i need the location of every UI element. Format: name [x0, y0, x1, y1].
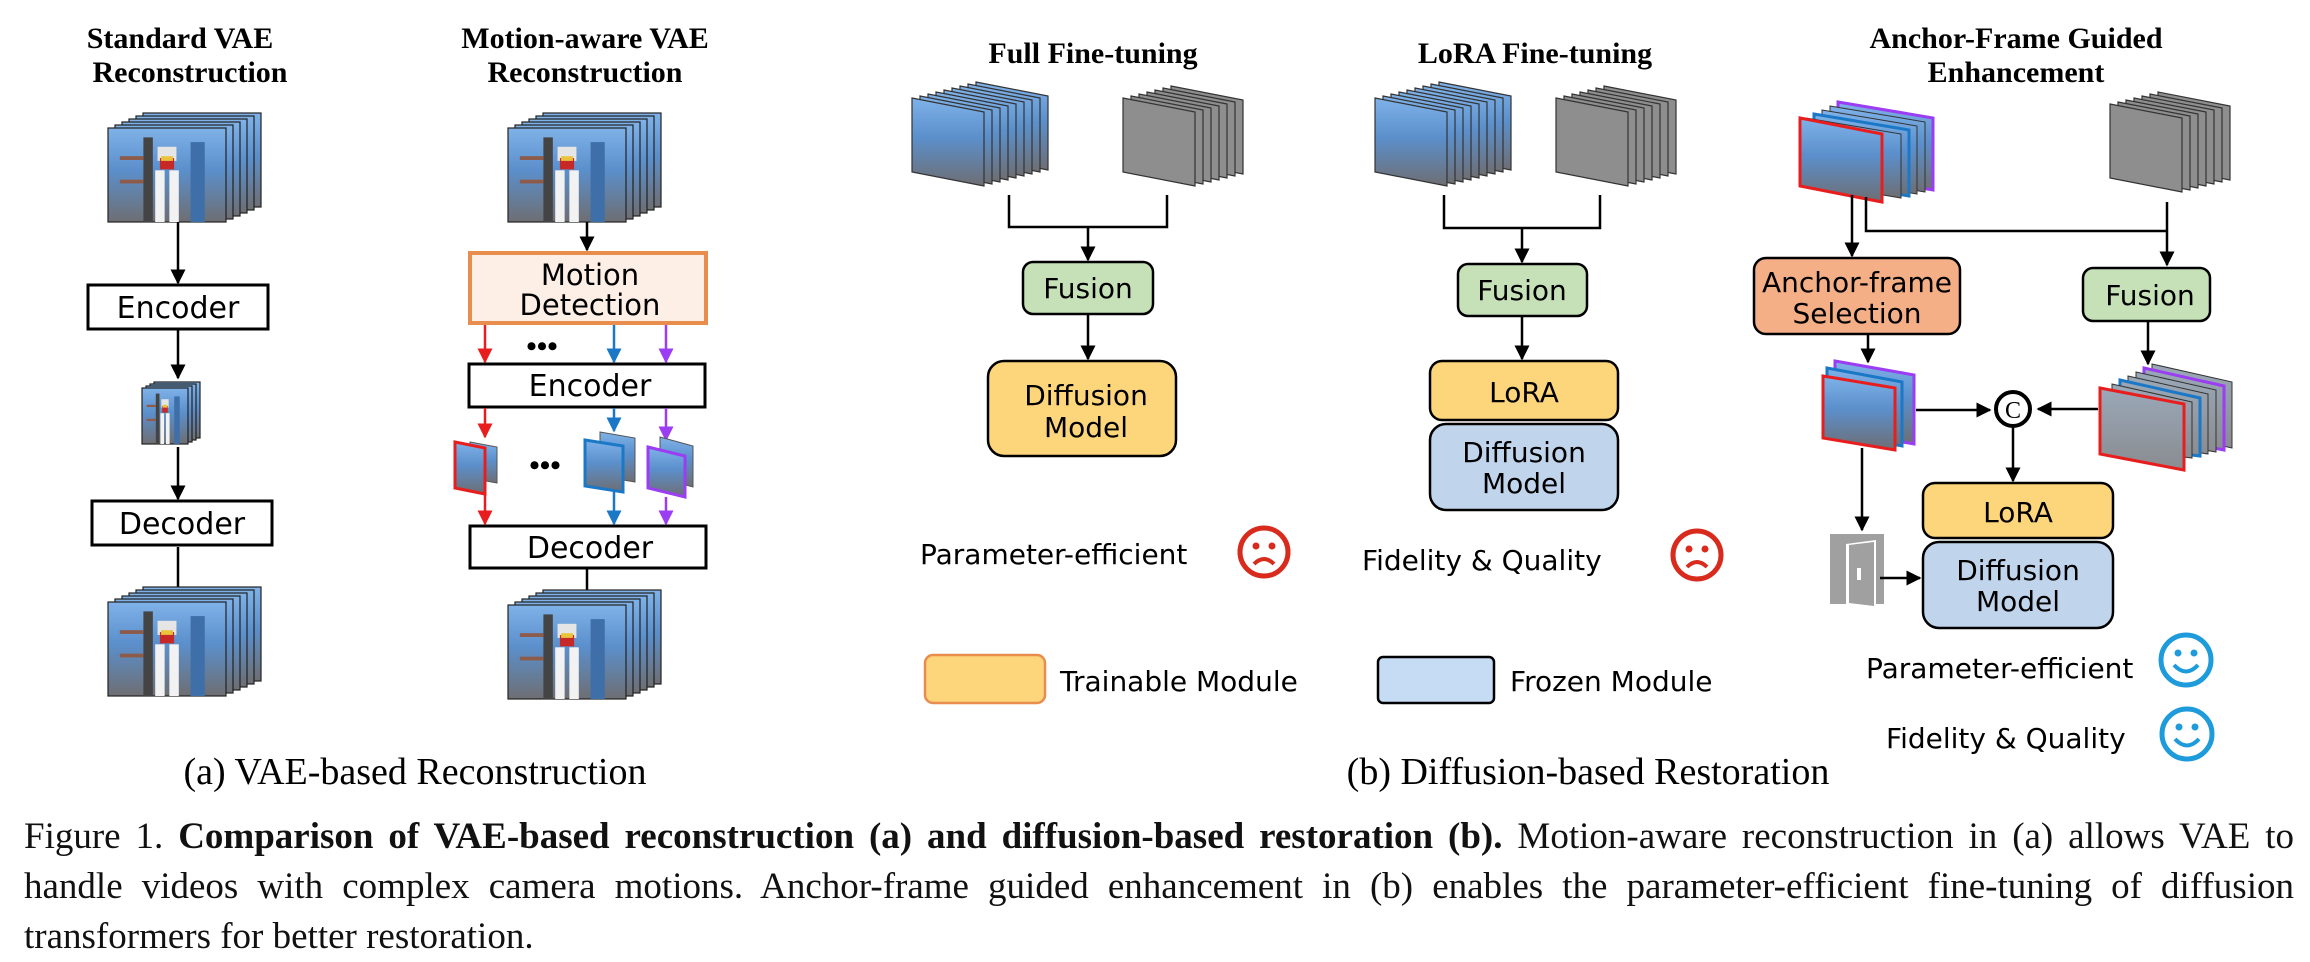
full-finetuning-title: Full Fine-tuning — [988, 37, 1197, 70]
door-icon — [1830, 534, 1884, 608]
figure-caption: Figure 1. Comparison of VAE-based recons… — [24, 812, 2294, 962]
verdict-label: Parameter-efficient — [920, 538, 1187, 571]
encoder-block — [467, 362, 707, 409]
noise-frame — [2109, 103, 2183, 193]
fusion-block — [1456, 262, 1589, 318]
anchor-selection-label: Anchor-frame — [1762, 266, 1952, 299]
video-frame — [507, 604, 627, 700]
motion-detection-block — [468, 251, 708, 325]
motion-aware-title: Motion-aware VAE — [461, 22, 709, 55]
verdict-label: Fidelity & Quality — [1362, 544, 1602, 577]
legend-frozen-label: Frozen Module — [1510, 665, 1712, 698]
red-motion-segment-latents — [453, 440, 498, 496]
diffusion-label: Diffusion — [1024, 379, 1148, 412]
fusion-label: Fusion — [1043, 272, 1133, 305]
anchor-frame-column: Anchor-Frame Guided Enhancement Anchor-f… — [1752, 22, 2233, 762]
input-video-frames — [107, 112, 262, 223]
lora-label: LoRA — [1489, 376, 1559, 409]
legend-frozen-swatch — [1376, 655, 1496, 705]
standard-vae-title-2: Reconstruction — [93, 56, 288, 89]
model-label: Model — [1044, 411, 1128, 444]
noise-frame — [1122, 97, 1196, 187]
video-frames — [1374, 81, 1512, 187]
panel-a-label: (a) VAE-based Reconstruction — [184, 751, 647, 793]
standard-vae-column: Standard VAE Reconstruction Encoder Deco… — [86, 22, 288, 697]
latent-frames — [141, 381, 201, 445]
diffusion-model-frozen — [1428, 422, 1620, 512]
happy-face-icon — [2159, 706, 2215, 762]
video-frame — [107, 127, 227, 223]
full-finetuning-column: Full Fine-tuning Fusion Diffusion Model … — [911, 37, 1291, 579]
verdict-fidelity-quality: Fidelity & Quality — [1886, 722, 2126, 755]
motion-detection-label: Motion — [541, 258, 639, 292]
noise-frames — [1555, 85, 1677, 187]
panel-b-label: (b) Diffusion-based Restoration — [1347, 751, 1830, 793]
caption-bold: Comparison of VAE-based reconstruction (… — [178, 816, 1503, 857]
fused-noisy-frames — [2098, 363, 2233, 472]
video-frame — [1374, 97, 1448, 187]
model-label: Model — [1976, 585, 2060, 618]
anchor-frame-selection-block — [1752, 256, 1962, 336]
caption-prefix: Figure 1. — [24, 816, 179, 857]
caption-rest: Motion-aware reconstruction in (a) allow… — [24, 816, 2294, 957]
fusion-label: Fusion — [1477, 274, 1567, 307]
model-label: Model — [1482, 467, 1566, 500]
diffusion-model-trainable — [986, 359, 1178, 458]
anchor-selection-label-2: Selection — [1792, 297, 1921, 330]
figure-diagram: Standard VAE Reconstruction Encoder Deco… — [86, 22, 2233, 793]
fusion-block — [1021, 260, 1155, 316]
anchor-frame-title-2: Enhancement — [1928, 56, 2105, 89]
concat-icon: C — [1994, 390, 2032, 428]
lora-label: LoRA — [1983, 496, 2053, 529]
fusion-block — [2081, 266, 2212, 323]
output-video-frames — [107, 586, 262, 697]
ellipsis-2: ••• — [529, 449, 561, 482]
video-frame — [141, 387, 189, 445]
verdict-parameter-efficient: Parameter-efficient — [1866, 652, 2133, 685]
lora-finetuning-title: LoRA Fine-tuning — [1418, 37, 1652, 70]
noise-frames — [1122, 85, 1244, 187]
noise-frames — [2109, 91, 2231, 193]
legend-trainable-label: Trainable Module — [1059, 665, 1298, 698]
lora-finetuning-column: LoRA Fine-tuning Fusion LoRA Diffusion M… — [1362, 37, 1724, 582]
encoder-label: Encoder — [529, 369, 652, 404]
motion-aware-vae-column: Motion-aware VAE Reconstruction Motion D… — [453, 22, 709, 700]
decoder-block — [468, 524, 708, 570]
diffusion-label: Diffusion — [1462, 436, 1586, 469]
video-frames — [911, 81, 1049, 187]
fusion-label: Fusion — [2105, 279, 2195, 312]
decoder-label: Decoder — [119, 507, 246, 542]
legend-trainable-swatch — [923, 653, 1047, 705]
decoder-label: Decoder — [527, 531, 654, 566]
video-frame — [507, 127, 627, 223]
decoder-block — [90, 499, 274, 547]
legend: Trainable Module Frozen Module — [923, 653, 1712, 705]
motion-aware-title-2: Reconstruction — [488, 56, 683, 89]
input-video-frames — [507, 112, 662, 223]
happy-face-icon — [2158, 632, 2214, 688]
sad-face-icon — [1670, 528, 1724, 582]
encoder-label: Encoder — [117, 291, 240, 326]
encoder-block — [86, 283, 270, 331]
lora-block-trainable — [1428, 359, 1620, 422]
standard-vae-title: Standard VAE — [87, 22, 273, 55]
noise-frame — [1555, 97, 1629, 187]
lora-block-trainable — [1921, 481, 2115, 540]
video-frame — [107, 601, 227, 697]
anchor-frame-title: Anchor-Frame Guided — [1869, 22, 2162, 55]
ellipsis: ••• — [526, 330, 558, 363]
sad-face-icon — [1237, 525, 1291, 579]
svg-text:C: C — [2005, 398, 2021, 424]
anchor-input-frames — [1798, 100, 1935, 204]
diffusion-model-frozen — [1921, 540, 2115, 630]
selected-anchor-frames — [1821, 359, 1916, 452]
video-frame — [911, 97, 985, 187]
output-video-frames — [507, 589, 662, 700]
diffusion-label: Diffusion — [1956, 554, 2080, 587]
motion-detection-label-2: Detection — [520, 288, 661, 322]
purple-motion-segment-latents — [646, 436, 694, 499]
blue-motion-segment-latents — [583, 431, 636, 494]
